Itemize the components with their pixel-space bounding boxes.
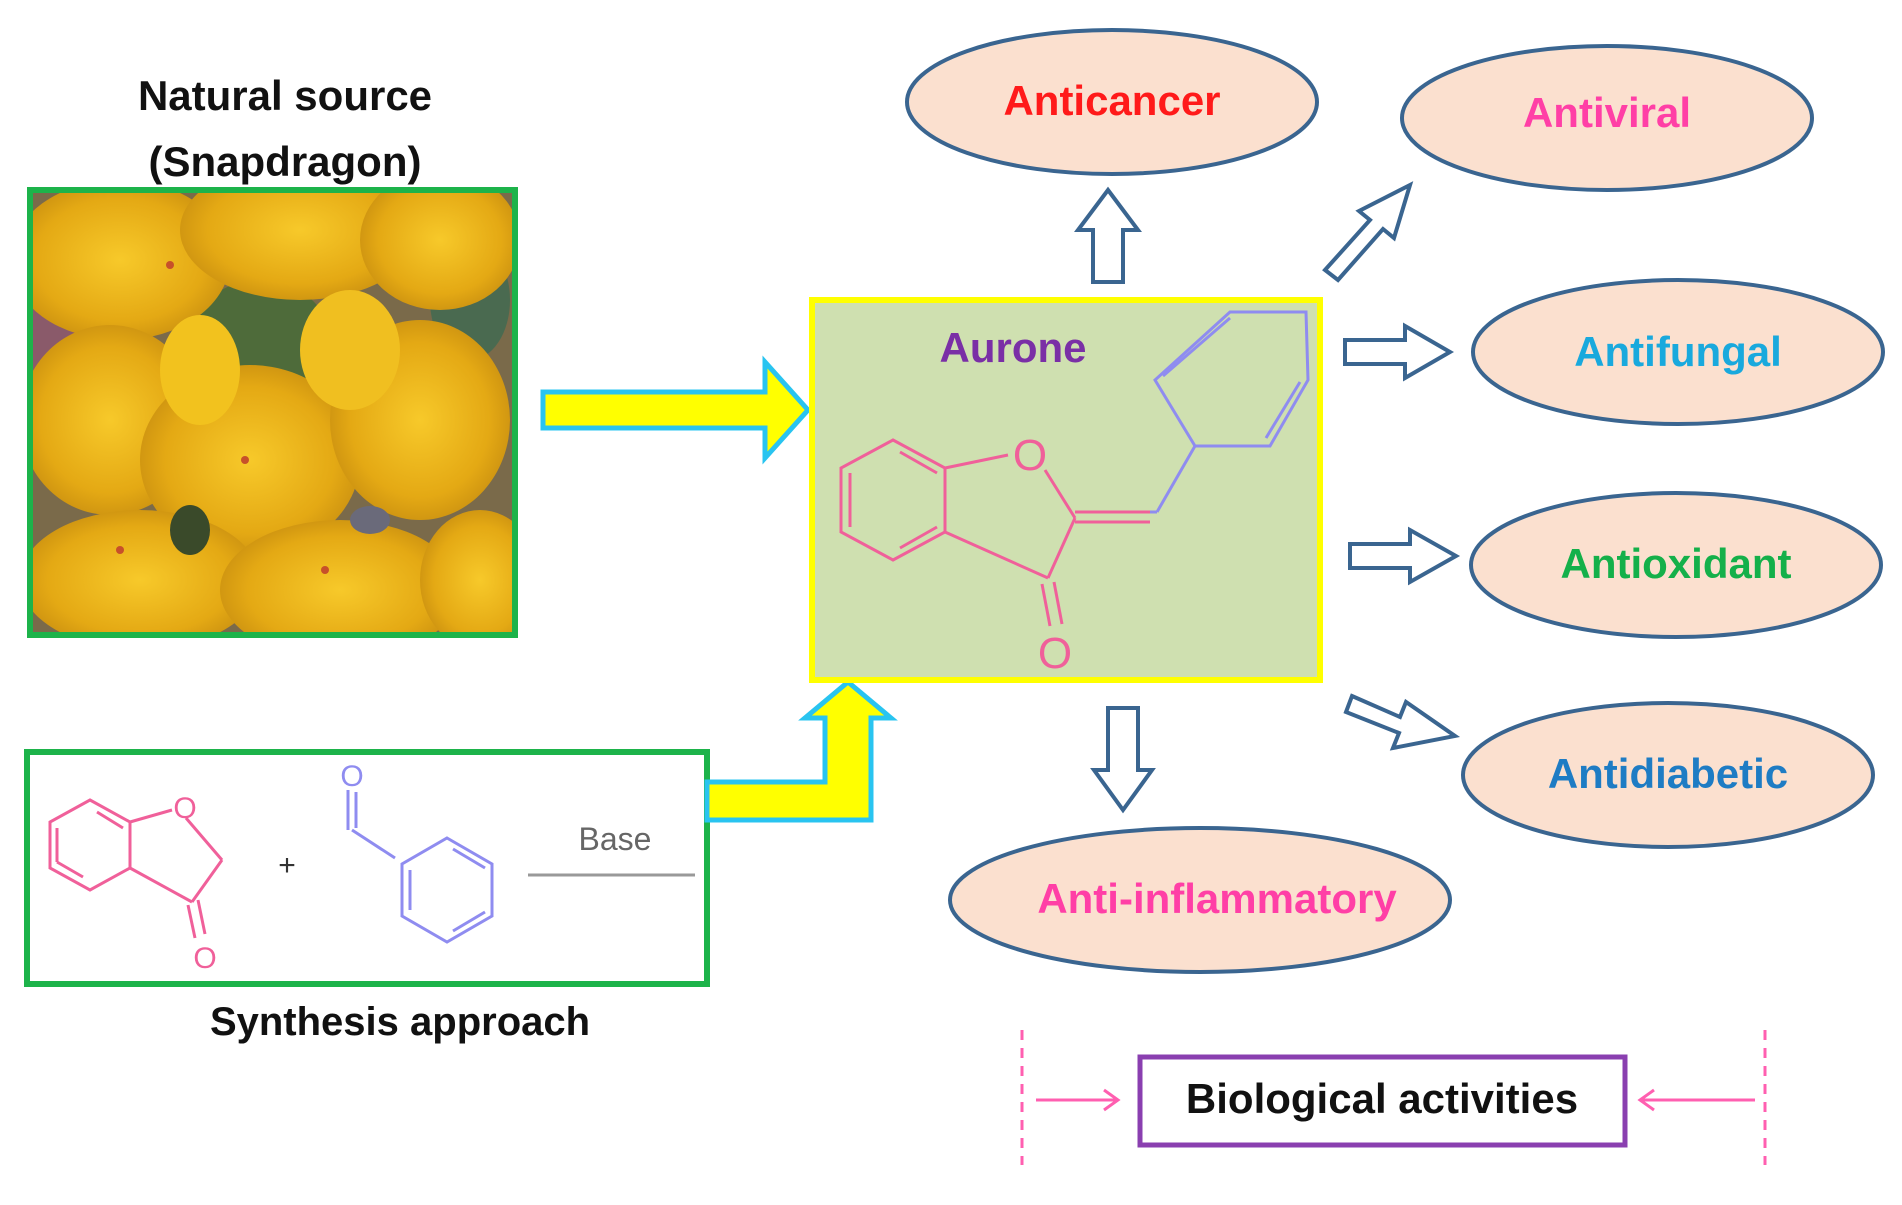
anticancer-node: Anticancer — [905, 28, 1319, 176]
aldehyde-oxygen: O — [340, 760, 363, 793]
synthesis-to-aurone-arrow — [704, 678, 898, 823]
aurone-ring-oxygen: O — [1013, 431, 1047, 480]
antifungal-node: Antifungal — [1471, 278, 1885, 426]
arrow-to-antiviral — [1322, 181, 1414, 283]
reactant1-carbonyl-oxygen: O — [193, 942, 216, 975]
reactant1-ring-oxygen: O — [173, 792, 196, 825]
aurone-carbonyl-oxygen: O — [1038, 629, 1072, 678]
aurone-box: O O Aurone — [809, 297, 1323, 683]
anticancer-label: Anticancer — [1003, 77, 1220, 124]
antioxidant-node: Antioxidant — [1469, 491, 1883, 639]
antiviral-node: Antiviral — [1400, 44, 1814, 192]
anti-inflammatory-label: Anti-inflammatory — [1037, 875, 1397, 922]
benzaldehyde-structure — [346, 790, 494, 944]
antidiabetic-node: Antidiabetic — [1461, 701, 1875, 849]
source-to-aurone-arrow — [540, 355, 812, 465]
snapdragon-photo — [27, 187, 518, 638]
antifungal-label: Antifungal — [1574, 328, 1782, 375]
antidiabetic-label: Antidiabetic — [1548, 750, 1788, 797]
anti-inflammatory-node: Anti-inflammatory — [948, 826, 1452, 974]
natural-source-title: Natural source — [138, 72, 432, 119]
activity-arrows — [1074, 181, 1461, 814]
arrow-to-antifungal — [1343, 322, 1454, 382]
plus-sign: + — [278, 849, 296, 882]
synthesis-caption: Synthesis approach — [210, 1000, 590, 1044]
antioxidant-label: Antioxidant — [1561, 540, 1792, 587]
arrow-to-anticancer — [1074, 186, 1142, 284]
biological-activities-legend: Biological activities — [1020, 1030, 1767, 1165]
aurone-title: Aurone — [940, 324, 1087, 371]
arrow-to-antidiabetic — [1343, 693, 1461, 751]
aurone-benzofuranone-core — [839, 438, 1150, 627]
synthesis-box: O O + O Base — [24, 749, 710, 987]
legend-label: Biological activities — [1186, 1075, 1578, 1122]
arrow-to-antioxidant — [1348, 526, 1461, 586]
base-reagent-label: Base — [579, 821, 652, 857]
natural-source-subtitle: (Snapdragon) — [149, 138, 422, 185]
antiviral-label: Antiviral — [1523, 89, 1691, 136]
benzofuranone-structure — [48, 798, 224, 939]
arrow-to-anti-inflammatory — [1090, 706, 1156, 814]
